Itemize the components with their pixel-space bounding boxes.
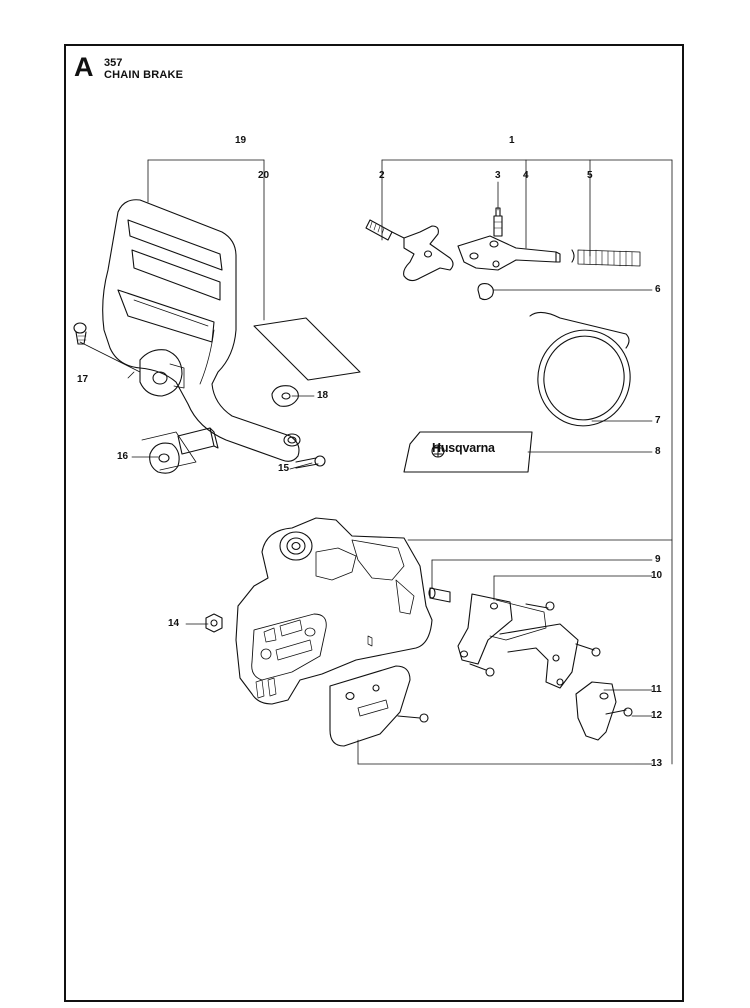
callout-2: 2: [379, 170, 385, 181]
brake-band-part-7: [529, 311, 631, 427]
callout-19: 19: [235, 135, 247, 146]
husqvarna-logo-icon: [431, 444, 445, 458]
callout-8: 8: [655, 446, 661, 457]
decal-part-20: [253, 317, 361, 381]
callout-14: 14: [168, 618, 180, 629]
pin-part-9: [428, 587, 451, 603]
section-number: 357: [104, 57, 123, 69]
nut-part-14: [205, 613, 223, 633]
callout-6: 6: [655, 284, 661, 295]
decal-brand-text: Husqvarna: [432, 441, 495, 455]
callout-13: 13: [651, 758, 663, 769]
callout-16: 16: [117, 451, 129, 462]
callout-15: 15: [278, 463, 290, 474]
clutch-cover-housing: [235, 517, 433, 705]
callout-20: 20: [258, 170, 270, 181]
clip-part-6: [477, 283, 494, 301]
callout-17: 17: [77, 374, 89, 385]
section-letter: A: [74, 52, 94, 82]
callout-7: 7: [655, 415, 661, 426]
screw-part-10c: [575, 643, 601, 657]
callout-5: 5: [587, 170, 593, 181]
screw-part-15: [295, 455, 326, 469]
callout-4: 4: [523, 170, 529, 181]
hand-guard-part-19: [102, 199, 301, 462]
screw-part-10a: [525, 601, 555, 611]
callout-3: 3: [495, 170, 501, 181]
callout-10: 10: [651, 570, 663, 581]
callout-12: 12: [651, 710, 663, 721]
callout-1: 1: [509, 135, 515, 146]
section-title: CHAIN BRAKE: [104, 69, 184, 81]
callout-18: 18: [317, 390, 329, 401]
screw-part-17: [73, 322, 87, 345]
decal-part-8: [403, 431, 533, 473]
bracket-part-10: [457, 593, 579, 689]
bushing-part-16: [141, 427, 219, 474]
callout-9: 9: [655, 554, 661, 565]
callout-11: 11: [651, 684, 662, 695]
cover-plate-part-13: [329, 665, 429, 747]
screw-part-12: [605, 707, 633, 717]
cap-part-11: [575, 681, 617, 741]
brake-lever-assembly-part-1: [365, 207, 641, 282]
drawing-frame: [64, 44, 684, 1002]
screw-part-10b: [469, 663, 495, 677]
clip-part-18: [271, 385, 299, 407]
